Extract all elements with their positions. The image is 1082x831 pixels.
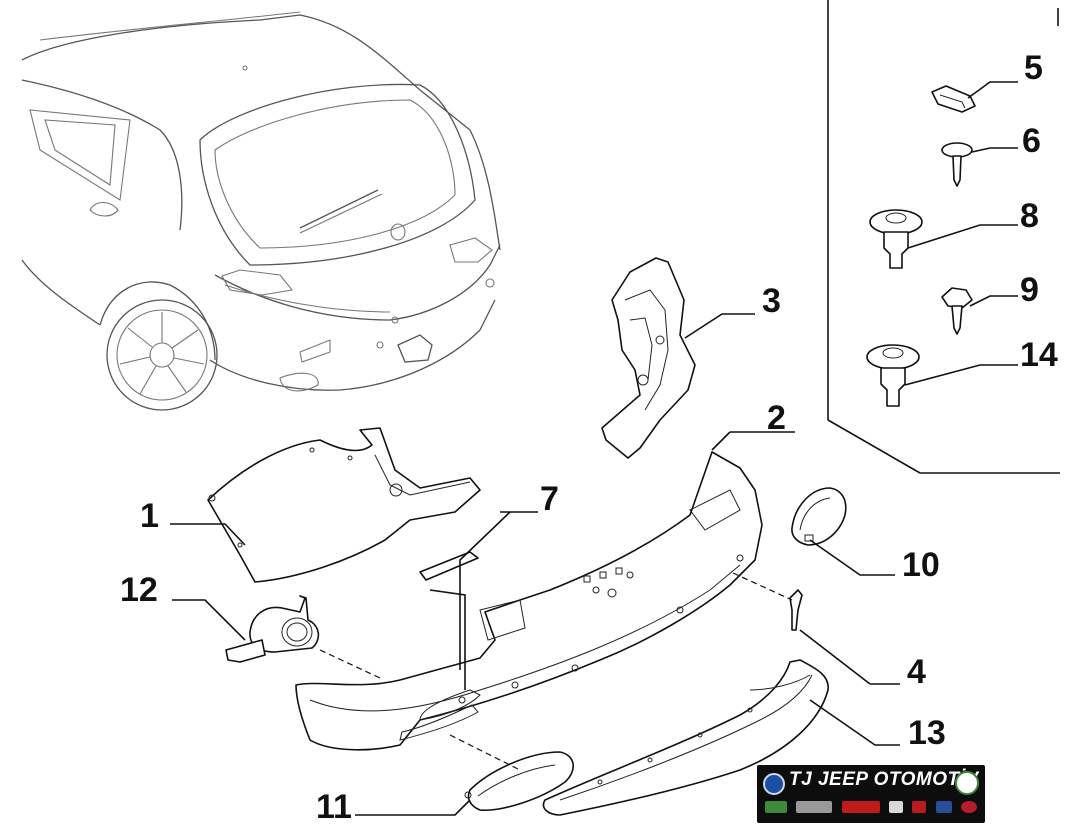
label-part-12: 12	[120, 571, 158, 609]
dealer-name: TJ JEEP OTOMOTİV	[789, 769, 979, 790]
label-part-5: 5	[1024, 49, 1043, 87]
lancia-logo-icon	[935, 801, 952, 813]
label-part-8: 8	[1020, 197, 1039, 235]
label-part-14: 14	[1020, 336, 1058, 374]
part-5-clip-nut	[931, 85, 976, 113]
label-part-7: 7	[540, 480, 559, 518]
part-4-clip-bracket	[789, 589, 803, 631]
label-part-4: 4	[907, 653, 926, 691]
part-8-bolt-spacer	[869, 209, 923, 269]
ram-logo-icon	[888, 801, 903, 813]
mopar-logo-icon	[763, 773, 785, 795]
abarth-logo-icon	[912, 801, 927, 813]
label-part-6: 6	[1022, 122, 1041, 160]
vehicle-outline-drawing	[21, 11, 501, 411]
chrysler-logo-icon	[796, 801, 833, 813]
dodge-logo-icon	[841, 801, 880, 813]
part-11-side-reflector	[464, 751, 574, 811]
part-1-bumper-side-cover	[207, 427, 481, 583]
brand-logos-strip	[765, 797, 977, 817]
label-part-2: 2	[767, 399, 786, 437]
fiat-logo-icon	[960, 801, 977, 813]
part-3-wheel-arch-bracket	[601, 257, 696, 459]
dealer-logo: TJ JEEP OTOMOTİV	[757, 765, 985, 823]
leader-lines	[170, 81, 1018, 816]
part-10-tow-hook-cover	[791, 487, 847, 546]
label-part-10: 10	[902, 546, 940, 584]
alfa-romeo-logo-icon	[955, 771, 979, 795]
part-12-exhaust-tip	[225, 595, 320, 663]
part-6-screw	[941, 142, 973, 187]
label-part-1: 1	[140, 497, 159, 535]
jeep-logo-icon	[765, 801, 787, 813]
label-part-11: 11	[316, 788, 352, 826]
label-part-9: 9	[1020, 271, 1039, 309]
part-9-screw	[941, 287, 973, 335]
assembly-dashed-lines	[319, 572, 793, 771]
part-14-bolt-spacer	[866, 344, 920, 407]
part-number-labels: 1 2 3 4 5 6 7 8 9 10 11 12 13 14	[120, 49, 1058, 826]
fastener-panel-border	[827, 0, 1060, 474]
label-part-3: 3	[762, 282, 781, 320]
label-part-13: 13	[908, 714, 946, 752]
part-2-rear-bumper-cover	[295, 451, 763, 751]
part-7-reflector	[419, 551, 479, 581]
part-13-lower-diffuser	[542, 659, 829, 816]
